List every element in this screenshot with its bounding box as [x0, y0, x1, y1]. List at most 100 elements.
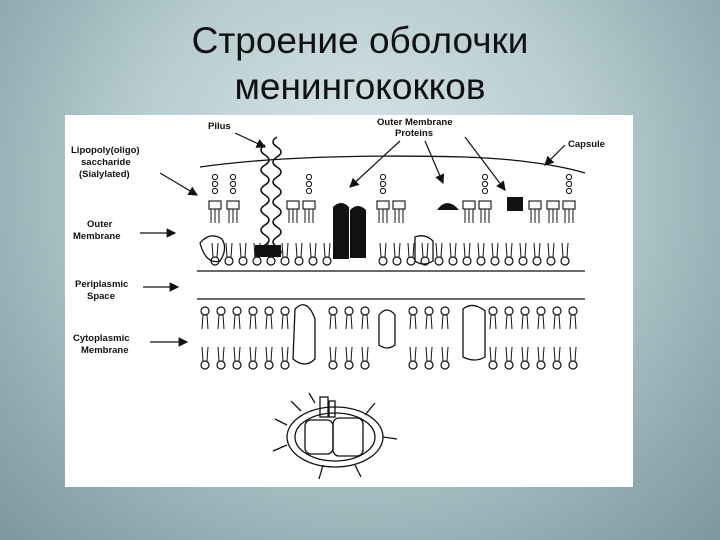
slide-title-line-2: менингококков: [0, 64, 720, 110]
label-omp-line-2: Proteins: [395, 128, 433, 139]
porin-1: [333, 203, 349, 259]
cm-protein-2: [379, 310, 395, 348]
om-lipid: [479, 201, 491, 223]
lps-chain: [306, 174, 311, 193]
capsule-line: [200, 156, 585, 173]
om-inner-lipid: [421, 243, 429, 265]
cm-protein-1: [293, 305, 315, 364]
om-inner-lipid: [295, 243, 303, 265]
label-cytoplasmic-line-1: Cytoplasmic: [73, 333, 130, 344]
cm-outer-lipid: [361, 307, 369, 329]
cm-inner-lipid: [505, 347, 513, 369]
cm-inner-lipid: [361, 347, 369, 369]
cm-outer-lipid: [537, 307, 545, 329]
arrow-lps: [160, 173, 197, 195]
cm-inner-lipid: [329, 347, 337, 369]
om-lipid: [227, 201, 239, 223]
om-lipid: [563, 201, 575, 223]
label-lps-line-3: (Sialylated): [79, 169, 130, 180]
label-pilus: Pilus: [208, 121, 231, 132]
label-lps-line-2: saccharide: [81, 157, 131, 168]
om-inner-lipid: [519, 243, 527, 265]
cm-inner-lipid: [201, 347, 209, 369]
label-periplasmic-line-2: Space: [87, 291, 115, 302]
arrow-omp-1: [350, 141, 400, 187]
pilus-base: [255, 245, 281, 257]
cm-outer-lipid: [265, 307, 273, 329]
cm-inner-lipid: [249, 347, 257, 369]
cm-outer-lipid: [281, 307, 289, 329]
om-inner-lipid: [309, 243, 317, 265]
cm-outer-lipid: [233, 307, 241, 329]
cm-inner-lipid: [489, 347, 497, 369]
cm-inner-lipid: [217, 347, 225, 369]
cm-inner-lipid: [345, 347, 353, 369]
cm-outer-lipid: [521, 307, 529, 329]
cm-protein-3: [463, 305, 485, 360]
om-inner-lipid: [561, 243, 569, 265]
om-inner-lipid: [463, 243, 471, 265]
cytoplasmic-membrane-lipids: [201, 307, 577, 369]
om-inner-lipid: [393, 243, 401, 265]
om-inner-lipid: [323, 243, 331, 265]
cm-inner-lipid: [521, 347, 529, 369]
arrow-omp-3: [465, 137, 505, 190]
om-inner-lipid: [477, 243, 485, 265]
om-inner-lipid: [547, 243, 555, 265]
cm-outer-lipid: [345, 307, 353, 329]
om-inner-lipid: [379, 243, 387, 265]
cm-inner-lipid: [233, 347, 241, 369]
om-lipid: [377, 201, 389, 223]
om-lipid: [393, 201, 405, 223]
slide-title-line-1: Строение оболочки: [0, 18, 720, 64]
pilus-structure: [261, 137, 281, 257]
om-lipid: [209, 201, 221, 223]
arrow-omp-2: [425, 141, 443, 183]
cm-inner-lipid: [409, 347, 417, 369]
om-lipid: [529, 201, 541, 223]
om-inner-lipid: [435, 243, 443, 265]
label-outer-line-2: Membrane: [73, 231, 121, 242]
om-inner-lipid: [505, 243, 513, 265]
om-inner-lipid: [407, 243, 415, 265]
cm-inner-lipid: [569, 347, 577, 369]
om-inner-lipid: [239, 243, 247, 265]
om-inner-lipid: [449, 243, 457, 265]
om-lipid: [287, 201, 299, 223]
cm-inner-lipid: [537, 347, 545, 369]
cm-outer-lipid: [505, 307, 513, 329]
om-lipid: [303, 201, 315, 223]
envelope-diagram-svg: Pilus Outer Membrane Proteins Capsule Li…: [65, 115, 633, 487]
lps-chain: [212, 174, 217, 193]
cm-outer-lipid: [329, 307, 337, 329]
om-inner-lipid: [533, 243, 541, 265]
omp-square: [507, 197, 523, 211]
cm-outer-lipid: [489, 307, 497, 329]
label-omp-line-1: Outer Membrane: [377, 117, 453, 128]
om-lipid: [547, 201, 559, 223]
cm-outer-lipid: [441, 307, 449, 329]
om-protein-open-2: [415, 236, 433, 264]
om-inner-lipid: [225, 243, 233, 265]
arrow-capsule: [545, 145, 565, 165]
label-cytoplasmic-line-2: Membrane: [81, 345, 129, 356]
lps-chain: [566, 174, 571, 193]
cm-inner-lipid: [265, 347, 273, 369]
cm-outer-lipid: [425, 307, 433, 329]
cm-outer-lipid: [409, 307, 417, 329]
lps-chain: [230, 174, 235, 193]
porin-2: [350, 206, 366, 258]
om-inner-lipid: [281, 243, 289, 265]
arrow-pilus: [235, 133, 265, 147]
cm-outer-lipid: [569, 307, 577, 329]
envelope-diagram: Pilus Outer Membrane Proteins Capsule Li…: [65, 115, 633, 487]
cm-inner-lipid: [281, 347, 289, 369]
label-lps-line-1: Lipopoly(oligo): [71, 145, 140, 156]
cm-outer-lipid: [249, 307, 257, 329]
om-lipid: [463, 201, 475, 223]
cm-inner-lipid: [553, 347, 561, 369]
cm-outer-lipid: [201, 307, 209, 329]
cm-inner-lipid: [425, 347, 433, 369]
cm-outer-lipid: [553, 307, 561, 329]
label-capsule: Capsule: [568, 139, 605, 150]
